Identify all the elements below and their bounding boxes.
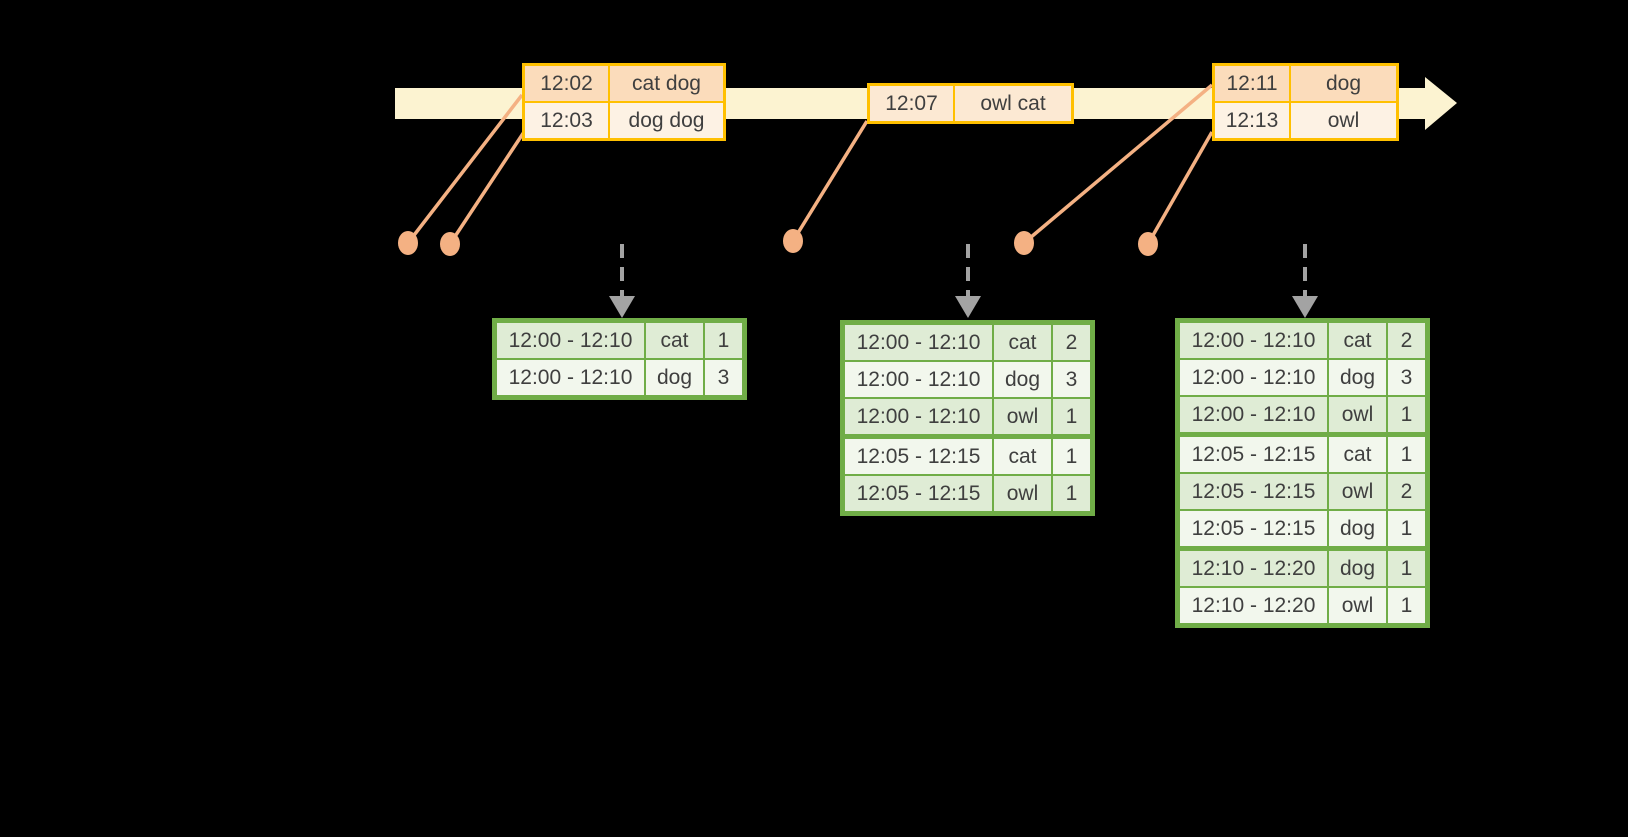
table-cell: owl cat (953, 86, 1071, 121)
table-cell: 12:05 - 12:15 (856, 482, 981, 505)
table-cell: 12:00 - 12:10 (856, 368, 981, 391)
table-cell: dog (1289, 66, 1396, 101)
table-cell: cat (1327, 323, 1386, 358)
table-cell: 1 (1051, 399, 1090, 434)
table-cell: dog dog (608, 103, 723, 138)
table-cell: cat (992, 439, 1051, 474)
table-row: 12:07 owl cat (870, 86, 1071, 121)
table-cell: owl (1327, 588, 1386, 623)
table-cell: 2 (1386, 474, 1425, 509)
event-dot (440, 232, 460, 256)
event-table-1: 12:02 cat dog 12:03 dog dog (522, 63, 726, 141)
table-cell: 12:00 - 12:10 (1191, 329, 1316, 352)
table-cell: cat (1327, 437, 1386, 472)
connector-line (448, 131, 526, 245)
table-row: 12:02 cat dog (525, 66, 723, 101)
table-cell: 12:00 - 12:10 (1191, 403, 1316, 426)
table-cell: 12:05 - 12:15 (1191, 517, 1316, 540)
table-cell: 12:10 - 12:20 (1191, 557, 1316, 580)
event-table-2: 12:07 owl cat (867, 83, 1074, 124)
connector-line (791, 120, 869, 242)
table-cell: 12:03 (540, 109, 593, 132)
connector-line (1022, 83, 1214, 245)
table-cell: 2 (1051, 325, 1090, 360)
table-cell: 1 (1051, 476, 1090, 511)
table-row: 12:03 dog dog (525, 101, 723, 138)
table-cell: 1 (1386, 551, 1425, 586)
event-dot (398, 231, 418, 255)
connector-line (406, 93, 524, 245)
table-cell: 12:05 - 12:15 (1191, 443, 1316, 466)
table-cell: owl (992, 399, 1051, 434)
table-cell: 3 (1051, 362, 1090, 397)
timeline-arrowhead-icon (1425, 77, 1457, 130)
event-dot (783, 229, 803, 253)
down-arrow-icon (1292, 296, 1318, 318)
table-row: 12:13 owl (1215, 101, 1396, 138)
down-arrow-icon (609, 296, 635, 318)
table-cell: cat dog (608, 66, 723, 101)
table-cell: 1 (1051, 439, 1090, 474)
table-cell: 1 (1386, 511, 1425, 546)
table-cell: owl (992, 476, 1051, 511)
table-cell: cat (992, 325, 1051, 360)
table-cell: 12:00 - 12:10 (508, 366, 633, 389)
table-cell: 1 (1386, 437, 1425, 472)
table-cell: 12:02 (540, 72, 593, 95)
event-dot (1138, 232, 1158, 256)
table-cell: dog (644, 360, 703, 395)
table-cell: 12:00 - 12:10 (856, 405, 981, 428)
table-cell: cat (644, 323, 703, 358)
connector-line (1146, 131, 1214, 245)
table-cell: 12:11 (1226, 72, 1278, 95)
table-cell: dog (992, 362, 1051, 397)
table-cell: 12:13 (1225, 109, 1279, 132)
table-cell: 2 (1386, 323, 1425, 358)
table-cell: 12:00 - 12:10 (856, 331, 981, 354)
table-cell: owl (1289, 103, 1396, 138)
table-cell: dog (1327, 360, 1386, 395)
table-cell: dog (1327, 551, 1386, 586)
table-cell: 12:07 (885, 92, 938, 115)
table-cell: 1 (1386, 397, 1425, 432)
table-row: 12:11 dog (1215, 66, 1396, 101)
event-table-3: 12:11 dog 12:13 owl (1212, 63, 1399, 141)
table-cell: owl (1327, 474, 1386, 509)
table-cell: 12:05 - 12:15 (1191, 480, 1316, 503)
down-arrow-icon (955, 296, 981, 318)
table-cell: 12:00 - 12:10 (508, 329, 633, 352)
table-cell: 3 (703, 360, 742, 395)
table-cell: dog (1327, 511, 1386, 546)
table-cell: 3 (1386, 360, 1425, 395)
table-cell: 1 (703, 323, 742, 358)
table-cell: 12:05 - 12:15 (856, 445, 981, 468)
event-dot (1014, 231, 1034, 255)
table-cell: 1 (1386, 588, 1425, 623)
table-cell: owl (1327, 397, 1386, 432)
table-cell: 12:00 - 12:10 (1191, 366, 1316, 389)
table-cell: 12:10 - 12:20 (1191, 594, 1316, 617)
